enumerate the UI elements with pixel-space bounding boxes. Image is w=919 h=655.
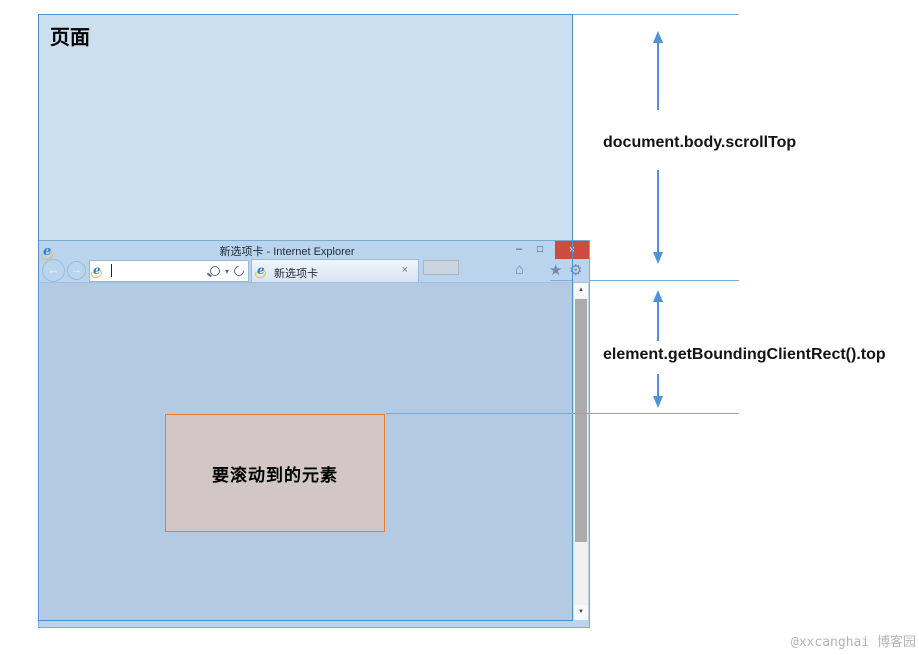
vertical-scrollbar[interactable]: ▲ ▼ [573, 283, 588, 620]
refresh-icon[interactable] [231, 263, 247, 279]
browser-viewport: ▲ ▼ [40, 282, 588, 620]
address-bar-icons: ▾ [209, 261, 247, 281]
ie-logo-icon: e [93, 263, 101, 277]
search-icon[interactable] [209, 266, 220, 276]
target-element-label: 要滚动到的元素 [212, 465, 338, 485]
browser-tab[interactable]: e 新选项卡 × [251, 259, 419, 282]
scrollbar-thumb[interactable] [575, 299, 587, 542]
address-bar[interactable]: e ▾ [89, 260, 249, 282]
window-title: 新选项卡 - Internet Explorer [219, 246, 355, 258]
favorites-icon[interactable]: ★ [549, 262, 563, 279]
watermark: @xxcanghai 博客园 [790, 635, 916, 650]
ie-logo-icon: e [257, 263, 265, 277]
new-tab-button[interactable] [423, 260, 459, 275]
page-label: 页面 [50, 27, 90, 49]
browser-titlebar[interactable]: e 新选项卡 - Internet Explorer – □ × [39, 241, 589, 259]
tab-label: 新选项卡 [274, 268, 318, 280]
text-caret [111, 264, 112, 277]
scrolltop-annotation: document.body.scrollTop [603, 134, 797, 151]
minimize-button[interactable]: – [515, 243, 523, 255]
scroll-down-icon[interactable]: ▼ [574, 605, 588, 620]
maximize-button[interactable]: □ [536, 244, 544, 255]
ie-logo-icon: e [43, 244, 52, 259]
forward-button[interactable]: → [67, 261, 86, 280]
close-button[interactable]: × [555, 241, 589, 259]
dropdown-icon[interactable]: ▾ [224, 266, 229, 276]
scroll-up-icon[interactable]: ▲ [574, 283, 588, 298]
clientrect-annotation: element.getBoundingClientRect().top [603, 346, 886, 363]
back-button[interactable]: ← [42, 259, 65, 282]
browser-toolbar: ← → e ▾ e 新选项卡 × ⌂ ★ ⚙ [39, 259, 589, 282]
tab-close-icon[interactable]: × [401, 264, 408, 276]
settings-icon[interactable]: ⚙ [569, 262, 583, 279]
target-element-box: 要滚动到的元素 [165, 414, 385, 532]
home-icon[interactable]: ⌂ [515, 261, 525, 278]
